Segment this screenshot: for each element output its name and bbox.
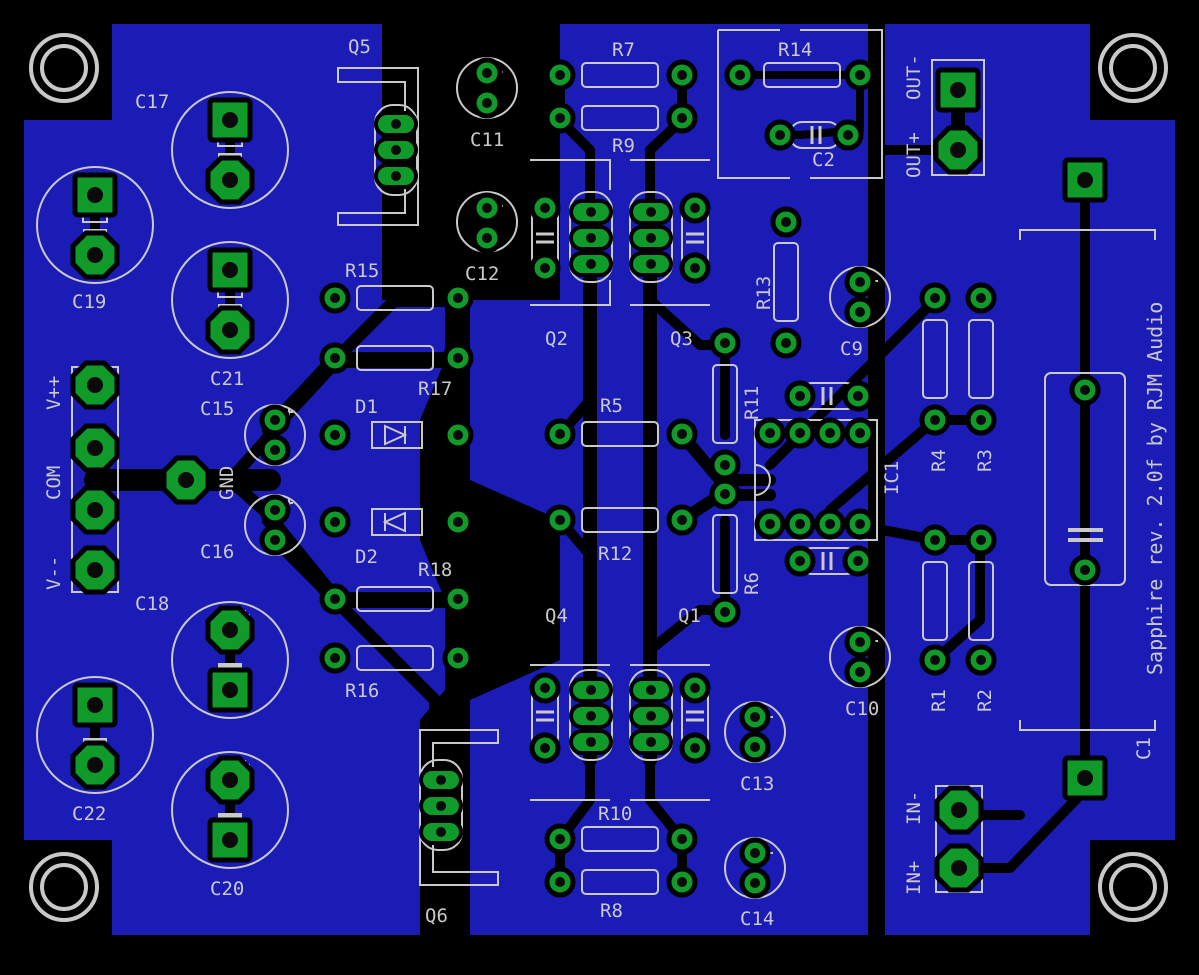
label-c12: C12 <box>465 263 499 285</box>
label-r4: R4 <box>928 449 950 472</box>
label-r7: R7 <box>612 39 635 61</box>
label-c17: C17 <box>135 91 169 113</box>
label-r9: R9 <box>612 135 635 157</box>
label-r3: R3 <box>974 449 996 472</box>
label-c14: C14 <box>740 908 774 930</box>
mounting-hole-bottom-left <box>22 845 106 929</box>
label-r10: R10 <box>598 803 632 825</box>
label-r15: R15 <box>345 260 379 282</box>
label-r17: R17 <box>418 378 452 400</box>
label-c22: C22 <box>72 803 106 825</box>
label-c15: C15 <box>200 398 234 420</box>
mounting-hole-top-right <box>1091 26 1175 110</box>
label-q3: Q3 <box>670 328 693 350</box>
label-c13: C13 <box>740 773 774 795</box>
label-r14: R14 <box>778 39 812 61</box>
label-out-minus: OUT- <box>903 54 925 100</box>
label-com: COM <box>43 466 65 500</box>
label-c2: C2 <box>812 149 835 171</box>
label-c1: C1 <box>1133 737 1155 760</box>
label-r2: R2 <box>974 689 996 712</box>
label-c21: C21 <box>210 368 244 390</box>
label-r18: R18 <box>418 559 452 581</box>
label-c9: C9 <box>840 338 863 360</box>
label-c16: C16 <box>200 541 234 563</box>
label-q4: Q4 <box>545 605 568 627</box>
label-q6: Q6 <box>425 905 448 927</box>
label-q2: Q2 <box>545 328 568 350</box>
label-q5: Q5 <box>348 36 371 58</box>
label-d1: D1 <box>355 396 378 418</box>
label-c18: C18 <box>135 593 169 615</box>
label-r8: R8 <box>600 900 623 922</box>
label-c19: C19 <box>72 291 106 313</box>
board-title: Sapphire rev. 2.0f by RJM Audio <box>1143 302 1167 675</box>
label-vpp: V++ <box>43 376 65 410</box>
label-vmm: V-- <box>43 556 65 590</box>
mounting-hole-bottom-right <box>1091 845 1175 929</box>
rotated-labels: V++ COM V-- GND R13 R11 R6 IC1 R4 R3 R1 … <box>43 54 1167 895</box>
label-r1: R1 <box>928 689 950 712</box>
silkscreen-labels: Q5 C17 C19 C21 C15 C16 C18 C22 C20 C11 C… <box>72 36 879 930</box>
mounting-hole-top-left <box>22 26 106 110</box>
label-c11: C11 <box>470 129 504 151</box>
label-r6: R6 <box>741 572 763 595</box>
label-r16: R16 <box>345 680 379 702</box>
label-d2: D2 <box>355 546 378 568</box>
label-ic1: IC1 <box>881 461 903 495</box>
label-out-plus: OUT+ <box>903 132 925 178</box>
label-gnd: GND <box>216 466 238 500</box>
label-r11: R11 <box>741 386 763 420</box>
label-q1: Q1 <box>678 605 701 627</box>
label-c20: C20 <box>210 878 244 900</box>
label-in-minus: IN- <box>903 791 925 825</box>
label-r12: R12 <box>598 543 632 565</box>
label-in-plus: IN+ <box>903 861 925 895</box>
label-r5: R5 <box>600 395 623 417</box>
label-c10: C10 <box>845 698 879 720</box>
label-r13: R13 <box>753 276 775 310</box>
